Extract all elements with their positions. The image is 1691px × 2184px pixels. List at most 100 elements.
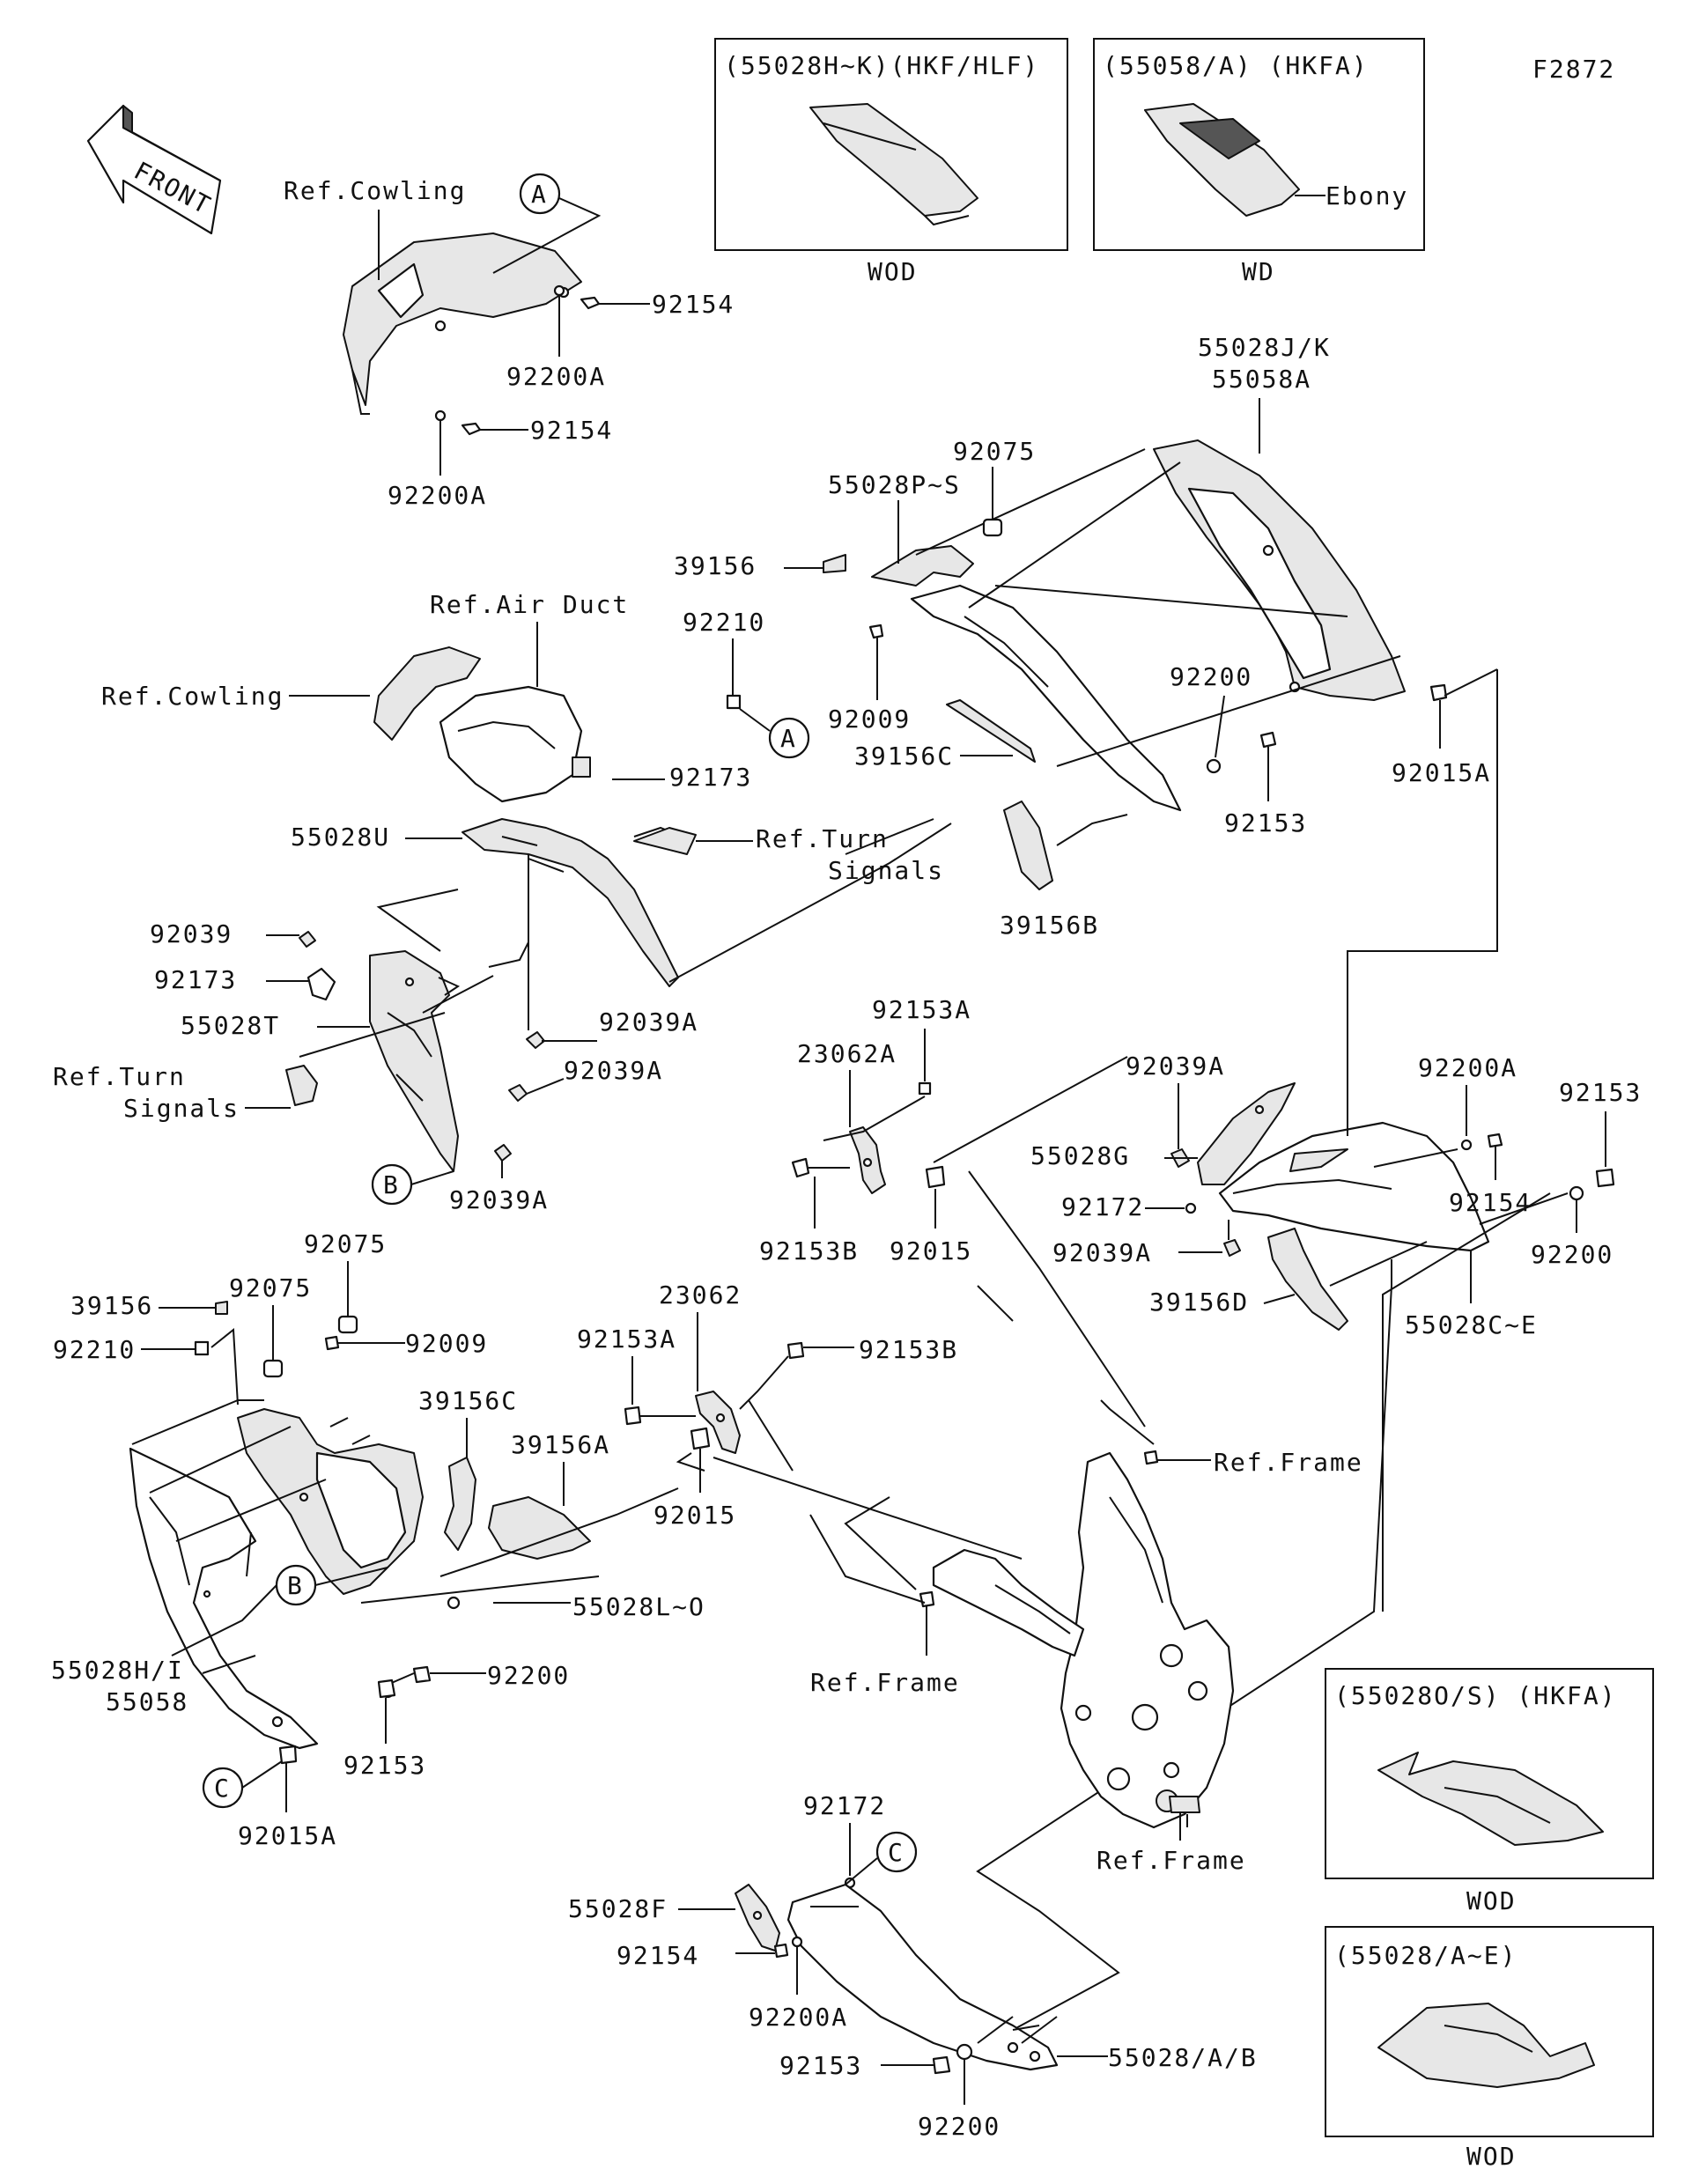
label-92039A-1: 92039A <box>599 1007 698 1037</box>
label-ref-turn-signals-2b: Signals <box>123 1094 240 1123</box>
label-92009-2: 92009 <box>405 1329 488 1358</box>
pad-39156C-1 <box>946 699 1036 763</box>
label-92153B-1: 92153B <box>759 1236 859 1265</box>
frame-assembly <box>932 1451 1235 1829</box>
air-duct-assembly <box>373 646 591 803</box>
label-55028HI: 55028H/I <box>51 1656 184 1685</box>
inset-box-2: (55058/A) (HKFA) Ebony WD <box>1093 38 1425 286</box>
label-92075-1: 92075 <box>953 437 1036 466</box>
callout-c-1-label: C <box>214 1774 231 1803</box>
label-92039A-2: 92039A <box>564 1056 663 1085</box>
label-92153-2: 92153 <box>1559 1078 1642 1107</box>
clip-92210 <box>726 694 742 710</box>
inset-box-1-caption: WOD <box>868 257 918 286</box>
label-92015-2: 92015 <box>654 1501 736 1530</box>
label-ref-frame-2: Ref.Frame <box>810 1668 960 1697</box>
label-92039-1: 92039 <box>150 919 233 948</box>
label-55028U: 55028U <box>291 823 390 852</box>
label-92200-4: 92200 <box>918 2112 1001 2141</box>
label-23062A: 23062A <box>797 1039 897 1068</box>
label-92200A-4: 92200A <box>749 2003 848 2032</box>
inset-box-4-caption: WOD <box>1466 2142 1517 2171</box>
inset-box-2-caption: WD <box>1242 257 1275 286</box>
inset-box-4: (55028/A~E) WOD <box>1325 1926 1654 2171</box>
label-92200A-1: 92200A <box>506 362 606 391</box>
label-92153A-2: 92153A <box>577 1324 676 1354</box>
belly-bracket-55028F <box>735 1884 780 1952</box>
inset-box-3: (55028O/S) (HKFA) WOD <box>1325 1668 1654 1915</box>
label-55028F: 55028F <box>568 1894 668 1923</box>
callout-a-1-label: A <box>531 180 548 209</box>
callout-b-2-label: B <box>287 1571 304 1600</box>
label-92200-3: 92200 <box>487 1661 570 1690</box>
label-ref-air-duct: Ref.Air Duct <box>430 590 629 619</box>
label-92173-1: 92173 <box>669 763 752 792</box>
belly-pan-55028-A-B <box>786 1883 1059 2071</box>
lower-inner-cowl-55028L-O <box>237 1408 461 1610</box>
label-92153A-1: 92153A <box>872 995 971 1024</box>
label-ref-cowling-2: Ref.Cowling <box>101 682 284 711</box>
inset-box-3-title: (55028O/S) (HKFA) <box>1334 1681 1617 1710</box>
label-23062: 23062 <box>659 1280 742 1310</box>
label-92210-2: 92210 <box>53 1335 136 1364</box>
pad-39156D <box>1267 1228 1348 1331</box>
label-39156B: 39156B <box>1000 911 1099 940</box>
label-ref-cowling-1: Ref.Cowling <box>284 176 466 205</box>
label-92200-2: 92200 <box>1531 1240 1613 1269</box>
pad-39156 <box>823 554 846 573</box>
label-92172-2: 92172 <box>803 1791 886 1820</box>
label-92154-1: 92154 <box>652 290 735 319</box>
label-92009-1: 92009 <box>828 705 911 734</box>
label-39156C-2: 39156C <box>418 1386 518 1415</box>
label-92173-2: 92173 <box>154 965 237 994</box>
inset-box-2-title: (55058/A) (HKFA) <box>1103 51 1369 80</box>
grommet-92075 <box>982 518 1003 537</box>
label-92153B-2: 92153B <box>859 1335 958 1364</box>
label-ref-turn-signals-1a: Ref.Turn <box>756 824 889 853</box>
label-55028G: 55028G <box>1030 1141 1130 1170</box>
callout-a-2 <box>768 717 810 759</box>
label-92153-4: 92153 <box>779 2051 862 2080</box>
callout-a-2-label: A <box>780 724 797 753</box>
inset-box-2-note: Ebony <box>1325 181 1408 210</box>
label-ref-frame-3: Ref.Frame <box>1097 1846 1246 1875</box>
label-92153-1: 92153 <box>1224 808 1307 837</box>
label-55028PS: 55028P~S <box>828 470 961 499</box>
label-55028AB: 55028/A/B <box>1108 2043 1258 2072</box>
label-55028JK: 55028J/K <box>1198 333 1331 362</box>
diagram-code: F2872 <box>1532 55 1615 84</box>
inner-panel-55028T <box>369 950 459 1172</box>
pad-39156B <box>1003 801 1053 890</box>
label-92039A-4: 92039A <box>1126 1051 1225 1081</box>
callout-c-2 <box>875 1831 918 1873</box>
label-55058: 55058 <box>106 1687 188 1716</box>
label-39156C-1: 39156C <box>854 742 954 771</box>
side-panel-55028G <box>1197 1082 1296 1185</box>
upper-inner-cowl <box>1153 439 1406 701</box>
label-ref-turn-signals-2a: Ref.Turn <box>53 1062 186 1091</box>
label-ref-frame-1: Ref.Frame <box>1214 1448 1363 1477</box>
front-arrow-icon: FRONT <box>86 104 222 235</box>
callout-a-1 <box>519 173 561 215</box>
label-92200A-3: 92200A <box>1418 1053 1517 1082</box>
label-92015A-1: 92015A <box>1392 758 1491 787</box>
label-39156D: 39156D <box>1149 1288 1249 1317</box>
callout-c-2-label: C <box>888 1838 905 1867</box>
side-cowl-55028C-E <box>1218 1121 1490 1252</box>
label-92200-1: 92200 <box>1170 662 1252 691</box>
label-92200A-2: 92200A <box>388 481 487 510</box>
label-92154-4: 92154 <box>617 1941 699 1970</box>
label-92075-2: 92075 <box>304 1229 387 1258</box>
label-55028CE: 55028C~E <box>1405 1310 1538 1339</box>
label-92075-3: 92075 <box>229 1273 312 1302</box>
callout-b-1-label: B <box>383 1170 400 1199</box>
label-39156-2: 39156 <box>70 1291 153 1320</box>
upper-left-air-duct-cowl <box>871 545 1182 812</box>
bracket-23062 <box>695 1391 741 1454</box>
label-92153-3: 92153 <box>343 1751 426 1780</box>
label-55028T: 55028T <box>181 1011 280 1040</box>
label-92015-1: 92015 <box>890 1236 972 1265</box>
label-92039A-3: 92039A <box>449 1185 549 1214</box>
inset-box-1: (55028H~K)(HKF/HLF) WOD <box>714 38 1068 286</box>
